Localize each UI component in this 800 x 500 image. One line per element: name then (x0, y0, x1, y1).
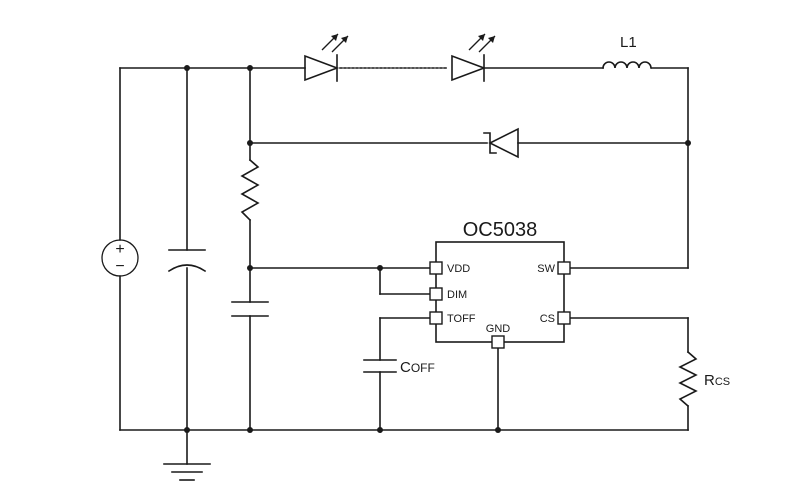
junctions (184, 65, 691, 433)
pin-dim (429, 287, 443, 301)
pin-gnd (491, 335, 505, 349)
diode-cathode-bar (483, 132, 497, 154)
junction-dot (685, 140, 691, 146)
upper-resistor (240, 158, 260, 222)
inductor-label: L1 (620, 34, 637, 51)
junction-dot (184, 427, 190, 433)
diode-triangle (488, 127, 519, 159)
inductor-coil (602, 61, 652, 69)
ic-part-number: OC5038 (463, 219, 538, 241)
inductor-l1: L1 (602, 34, 652, 69)
ic-oc5038: OC5038 VDD DIM TOFF SW CS GND (429, 219, 571, 349)
pin-cs-label: CS (540, 313, 555, 325)
vdd-capacitor (231, 301, 269, 317)
source-plus-sign: + (115, 241, 124, 258)
voltage-source-circle (101, 239, 139, 277)
ground-symbol (163, 463, 211, 481)
junction-dot (377, 427, 383, 433)
pin-vdd (429, 261, 443, 275)
bulk-capacitor (167, 249, 207, 273)
junction-dot (247, 140, 253, 146)
coff-label: COFF (400, 359, 435, 376)
coff-label-sub: OFF (411, 361, 435, 375)
junction-dot (247, 65, 253, 71)
junction-dot (247, 427, 253, 433)
rcs-label: RCS (704, 372, 730, 389)
rcs-resistor: RCS (678, 350, 730, 408)
rcs-label-sub: CS (715, 376, 730, 388)
bulk-cap-plate-curved (167, 264, 207, 273)
pin-dim-label: DIM (447, 289, 467, 301)
coff-label-main: C (400, 359, 411, 376)
voltage-source: + − (101, 239, 139, 277)
pin-gnd-label: GND (486, 323, 511, 335)
led-1 (304, 33, 349, 82)
pin-toff (429, 311, 443, 325)
rcs-zigzag (678, 350, 698, 408)
source-minus-sign: − (115, 258, 124, 275)
pin-sw (557, 261, 571, 275)
wires (119, 67, 689, 465)
junction-dot (184, 65, 190, 71)
pin-sw-label: SW (537, 263, 555, 275)
junction-dot (495, 427, 501, 433)
pin-toff-label: TOFF (447, 313, 476, 325)
junction-dot (377, 265, 383, 271)
freewheel-diode (483, 127, 519, 159)
junction-dot (247, 265, 253, 271)
led-2-light-arrows (468, 33, 496, 53)
led-1-light-arrows (321, 33, 349, 53)
ic-body (435, 241, 565, 343)
pin-vdd-label: VDD (447, 263, 470, 275)
led-2 (451, 33, 496, 82)
led-1-triangle (304, 54, 340, 82)
led-2-triangle (451, 54, 487, 82)
pin-cs (557, 311, 571, 325)
rcs-label-main: R (704, 372, 715, 389)
coff-capacitor: COFF (363, 359, 435, 376)
resistor-zigzag (240, 158, 260, 222)
